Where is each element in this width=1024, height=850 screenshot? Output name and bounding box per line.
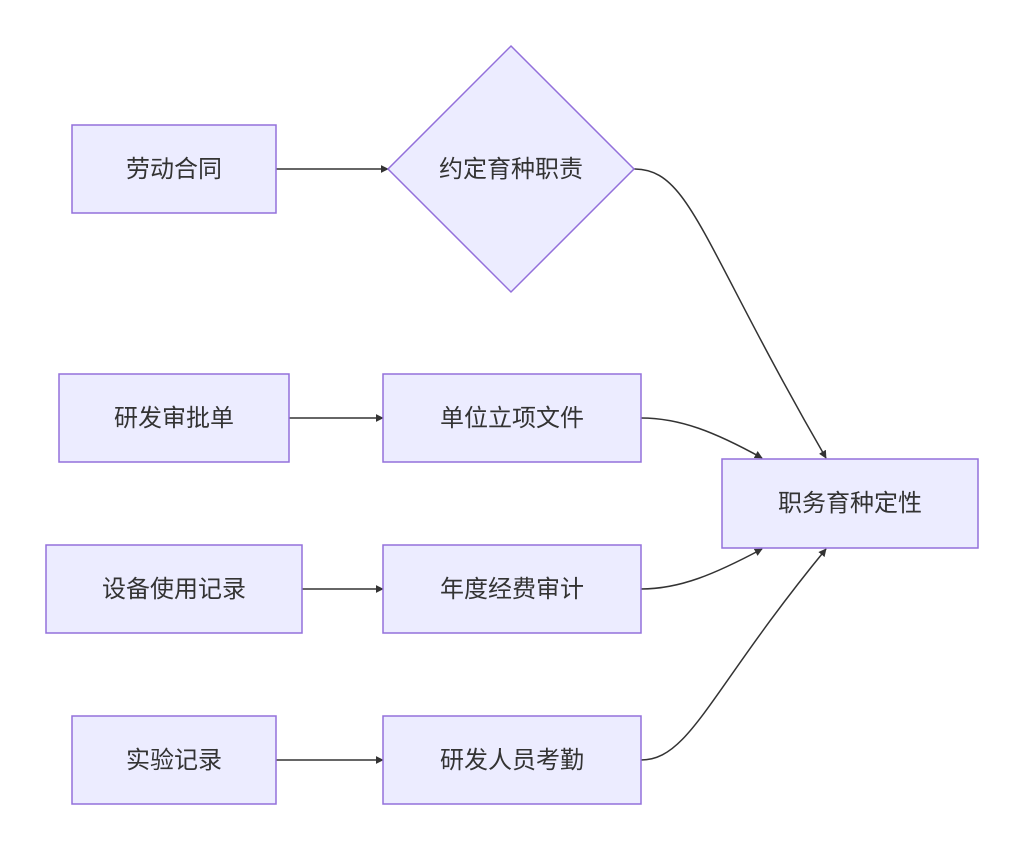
edge-agreed-duties-to-determination [633,168,827,459]
edge-attendance-to-determination [640,548,827,761]
node-experiment-log[interactable]: 实验记录 [71,715,277,805]
nodes: 劳动合同 约定育种职责 研发审批单 单位立项文件 设备使用记录 年度经费审计 实… [45,44,979,805]
node-project-file-label: 单位立项文件 [440,404,584,432]
node-annual-budget-audit-label: 年度经费审计 [440,575,584,603]
node-rd-attendance[interactable]: 研发人员考勤 [382,715,642,805]
node-experiment-log-label: 实验记录 [126,746,222,774]
edge-project-file-to-determination [640,417,763,459]
node-rd-approval-form-label: 研发审批单 [114,404,234,432]
edges [276,165,827,764]
node-service-breeding-determination-label: 职务育种定性 [778,489,922,517]
node-equipment-usage-log[interactable]: 设备使用记录 [45,544,303,634]
node-equipment-usage-log-label: 设备使用记录 [102,575,246,603]
node-service-breeding-determination[interactable]: 职务育种定性 [721,458,979,549]
node-rd-approval-form[interactable]: 研发审批单 [58,373,290,463]
node-agreed-duties[interactable]: 约定育种职责 [386,44,636,294]
node-rd-attendance-label: 研发人员考勤 [440,746,584,774]
edge-budget-audit-to-determination [640,548,763,590]
node-annual-budget-audit[interactable]: 年度经费审计 [382,544,642,634]
node-project-file[interactable]: 单位立项文件 [382,373,642,463]
node-labor-contract-label: 劳动合同 [126,155,222,183]
node-labor-contract[interactable]: 劳动合同 [71,124,277,214]
node-agreed-duties-label: 约定育种职责 [439,155,583,183]
